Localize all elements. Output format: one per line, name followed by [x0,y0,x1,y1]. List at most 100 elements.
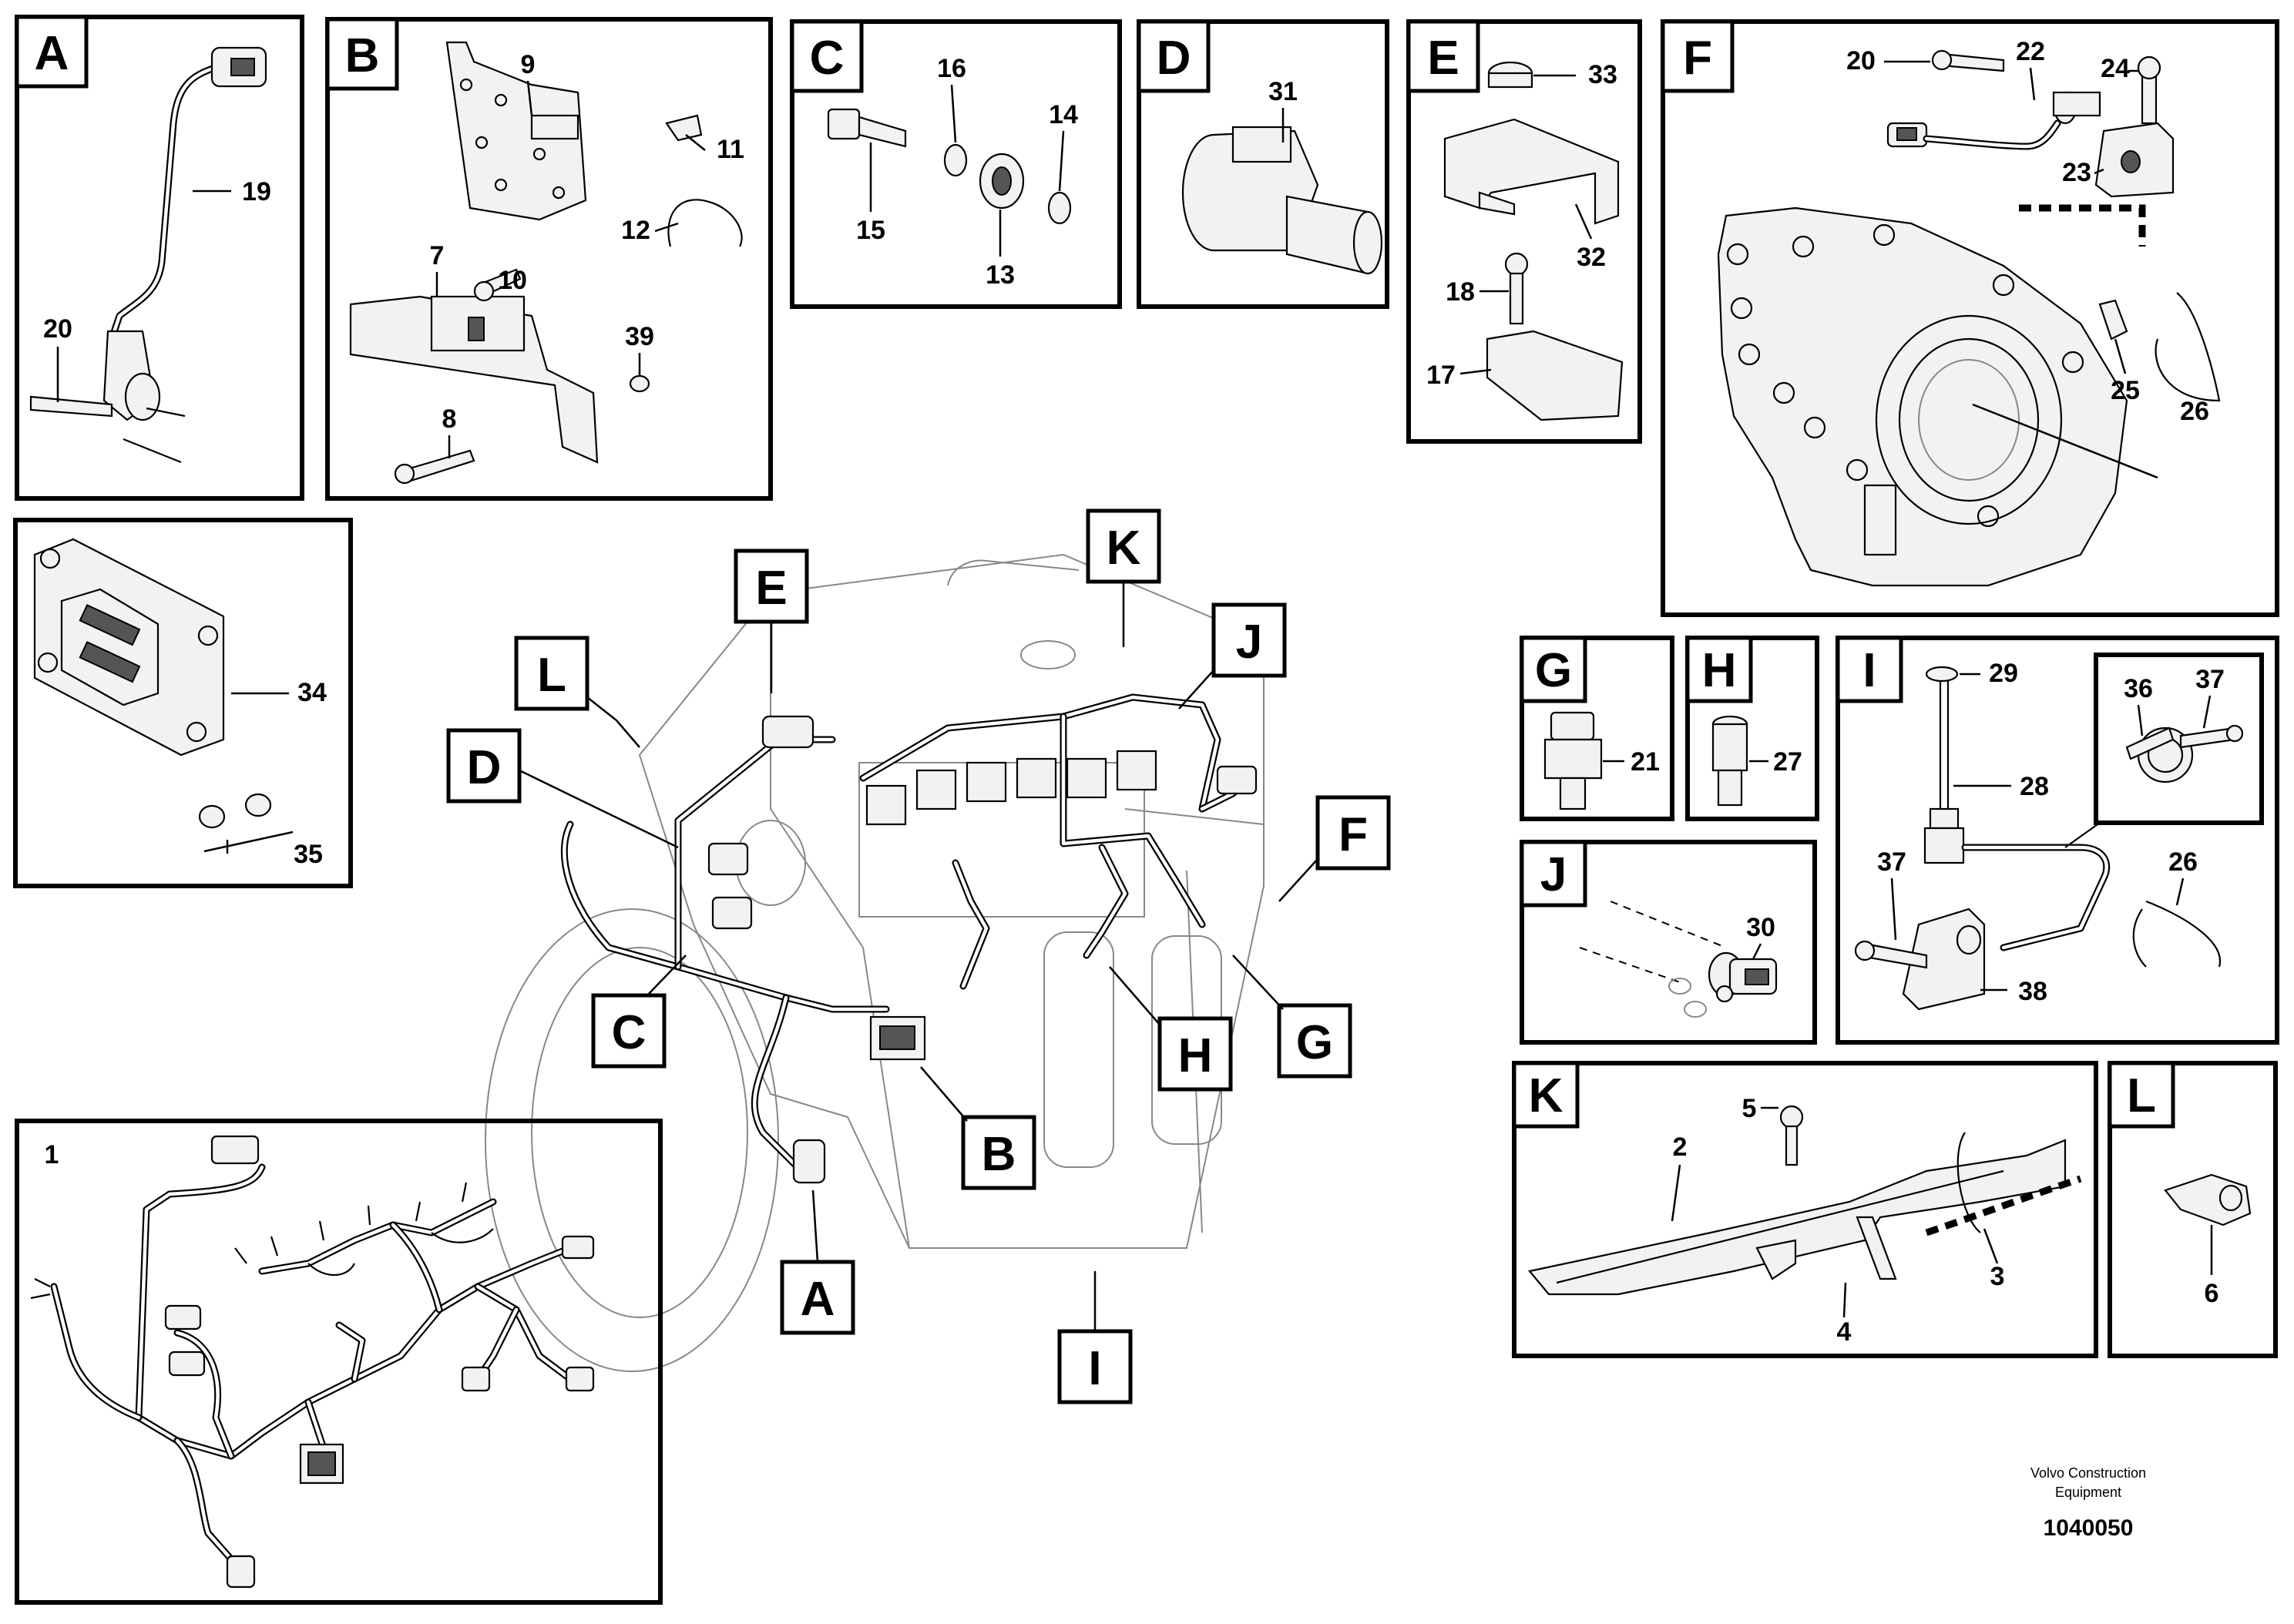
panel-g: G 21 [1520,636,1674,821]
timing-cover-part [1717,204,2221,587]
panel-h-letter: H [1702,644,1737,697]
part-label-3: 3 [1990,1262,2005,1291]
panel-d: D 31 [1137,19,1389,309]
part-label-23: 23 [2062,158,2091,187]
ecu-panel: 34 35 [13,518,353,888]
callout-g-letter: G [1296,1016,1333,1069]
solenoid-part [1181,126,1383,275]
part-label-38: 38 [2018,977,2047,1006]
callout-a-letter: A [801,1273,835,1326]
panel-d-tag [1137,19,1211,93]
panel-b-frame [325,17,773,501]
panel-k-frame [1512,1061,2098,1358]
panel-e: E 33 32 18 17 [1406,19,1642,444]
panel-k-letter: K [1529,1069,1563,1122]
callout-c-letter: C [612,1006,647,1059]
callout-g: G [1232,955,1352,1079]
part-label-19: 19 [242,177,271,206]
callout-b-letter: B [982,1128,1016,1181]
panel-j-tag [1520,840,1587,908]
cover-plate-part [1527,1105,2082,1296]
part-label-31: 31 [1268,77,1298,106]
part-label-10: 10 [498,266,527,295]
document-number: 1040050 [2044,1515,2134,1541]
panel-k: K 5 2 3 4 [1512,1061,2098,1358]
panel-l-tag [2108,1061,2175,1129]
part-label-5: 5 [1742,1094,1757,1123]
callout-j-letter: J [1236,616,1262,669]
panel-c: C 16 14 15 13 [790,19,1122,309]
panel-g-letter: G [1535,644,1572,697]
callout-l: L [514,636,640,748]
pressure-sensor-h-part [1711,715,1748,807]
callout-l-letter: L [537,649,566,702]
panel-b-tag [325,17,399,91]
part-label-9: 9 [521,50,536,79]
speed-sensor-f-part [1886,49,2101,150]
panel-e-letter: E [1427,32,1459,85]
panel-f-letter: F [1683,32,1712,85]
part-label-1: 1 [45,1140,59,1169]
callout-k: K [1086,508,1161,647]
panel-k-tag [1512,1061,1580,1129]
injector-row [858,750,1157,918]
part-label-22: 22 [2016,37,2045,66]
panel-j: J 30 [1520,840,1817,1045]
callout-j: J [1178,602,1287,710]
part-label-15: 15 [856,216,885,245]
panel-b: B 9 11 12 10 7 39 8 [325,17,773,501]
part-label-2: 2 [1673,1132,1688,1162]
part-label-13: 13 [986,260,1015,290]
panel-f: F [1661,19,2279,617]
panel-i-letter: I [1862,644,1876,697]
callout-h-letter: H [1178,1029,1213,1082]
bracket-part [349,41,743,485]
panel-c-frame [790,19,1122,309]
wiring-harness-part [30,1135,595,1589]
part-label-14: 14 [1049,100,1078,129]
panel-a-frame [15,15,304,501]
callout-h: H [1109,966,1233,1092]
part-label-20-a: 20 [43,314,72,344]
callout-c: C [591,955,687,1069]
engine-outline [485,553,1265,1372]
panel-g-frame [1520,636,1674,821]
part-label-17: 17 [1426,361,1456,390]
part-label-27: 27 [1773,747,1802,777]
panel-i-frame [1836,636,2279,1045]
part-label-6: 6 [2205,1279,2219,1308]
ecu-part [33,538,272,829]
part-label-29: 29 [1989,659,2018,688]
part-label-8: 8 [442,404,457,434]
callout-f-letter: F [1338,808,1368,861]
panel-l-frame [2108,1061,2278,1358]
sensor-e-part [1443,61,1624,421]
part-label-30: 30 [1746,913,1775,942]
panel-e-tag [1406,19,1480,93]
temp-sensor-part [1854,666,2222,1011]
part-label-39: 39 [625,322,654,351]
callout-a: A [780,1189,855,1335]
part-label-24: 24 [2101,54,2130,83]
panel-f-frame [1661,19,2279,617]
part-label-21: 21 [1631,747,1660,777]
panel-l-letter: L [2127,1069,2156,1122]
mount-block-part [2094,55,2175,198]
panel-a: A 19 20 [15,15,304,501]
panel-a-letter: A [35,27,69,80]
part-label-7: 7 [430,241,445,270]
part-label-33: 33 [1588,60,1617,89]
callout-d: D [446,728,679,849]
pressure-sensor-g-part [1543,711,1603,810]
panel-b-letter: B [345,29,380,82]
part-label-26-i: 26 [2168,847,2198,877]
callout-i-letter: I [1088,1342,1101,1395]
company-line-2: Equipment [2055,1485,2121,1500]
part-label-20-f: 20 [1846,46,1876,75]
company-line-1: Volvo Construction [2030,1465,2146,1481]
panel-l: L 6 [2108,1061,2278,1358]
speed-sensor-part [29,46,267,464]
part-label-4: 4 [1837,1317,1852,1347]
part-label-34: 34 [297,678,327,707]
